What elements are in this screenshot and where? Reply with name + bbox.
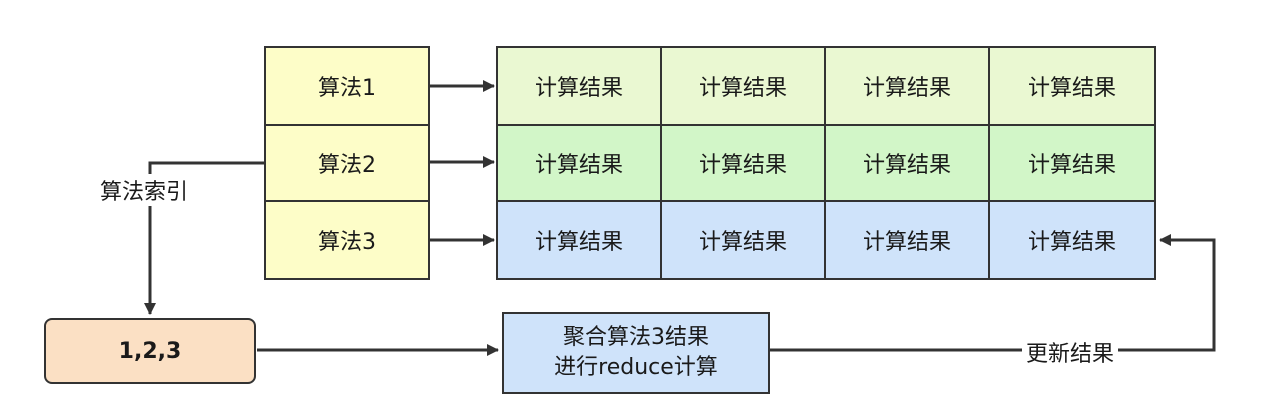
- result-label: 计算结果: [862, 76, 951, 101]
- algorithm-3-label: 算法3: [318, 230, 376, 255]
- result-cell-r2-c3: 计算结果: [824, 124, 990, 202]
- reduce-line-1: 聚合算法3结果: [563, 325, 709, 350]
- result-cell-r1-c1: 计算结果: [496, 46, 662, 126]
- result-label: 计算结果: [1027, 230, 1116, 255]
- result-cell-r2-c2: 计算结果: [660, 124, 826, 202]
- result-cell-r1-c4: 计算结果: [988, 46, 1156, 126]
- result-cell-r2-c1: 计算结果: [496, 124, 662, 202]
- result-cell-r2-c4: 计算结果: [988, 124, 1156, 202]
- algorithm-1-label: 算法1: [318, 76, 376, 101]
- result-label: 计算结果: [1027, 153, 1116, 178]
- result-cell-r3-c4: 计算结果: [988, 200, 1156, 280]
- result-cell-r3-c2: 计算结果: [660, 200, 826, 280]
- update-connector: [770, 234, 1216, 352]
- result-cell-r1-c2: 计算结果: [660, 46, 826, 126]
- reduce-line-2: 进行reduce计算: [554, 355, 718, 380]
- result-cell-r3-c1: 计算结果: [496, 200, 662, 280]
- result-label: 计算结果: [698, 153, 787, 178]
- algorithm-2-label: 算法2: [318, 153, 376, 178]
- result-label: 计算结果: [698, 230, 787, 255]
- index-connector: [144, 161, 264, 315]
- result-label: 计算结果: [1027, 76, 1116, 101]
- algorithm-3-box: 算法3: [264, 200, 430, 280]
- result-cell-r1-c3: 计算结果: [824, 46, 990, 126]
- reduce-box: 聚合算法3结果 进行reduce计算: [502, 312, 770, 394]
- index-label: 算法索引: [96, 174, 193, 206]
- result-label: 计算结果: [862, 230, 951, 255]
- result-label: 计算结果: [862, 153, 951, 178]
- result-label: 计算结果: [534, 230, 623, 255]
- result-label: 计算结果: [534, 76, 623, 101]
- index-value-box: 1,2,3: [44, 318, 256, 384]
- result-cell-r3-c3: 计算结果: [824, 200, 990, 280]
- algorithm-1-box: 算法1: [264, 46, 430, 126]
- update-label: 更新结果: [1022, 336, 1119, 368]
- algorithm-2-box: 算法2: [264, 124, 430, 202]
- index-value: 1,2,3: [118, 338, 182, 364]
- result-label: 计算结果: [698, 76, 787, 101]
- result-label: 计算结果: [534, 153, 623, 178]
